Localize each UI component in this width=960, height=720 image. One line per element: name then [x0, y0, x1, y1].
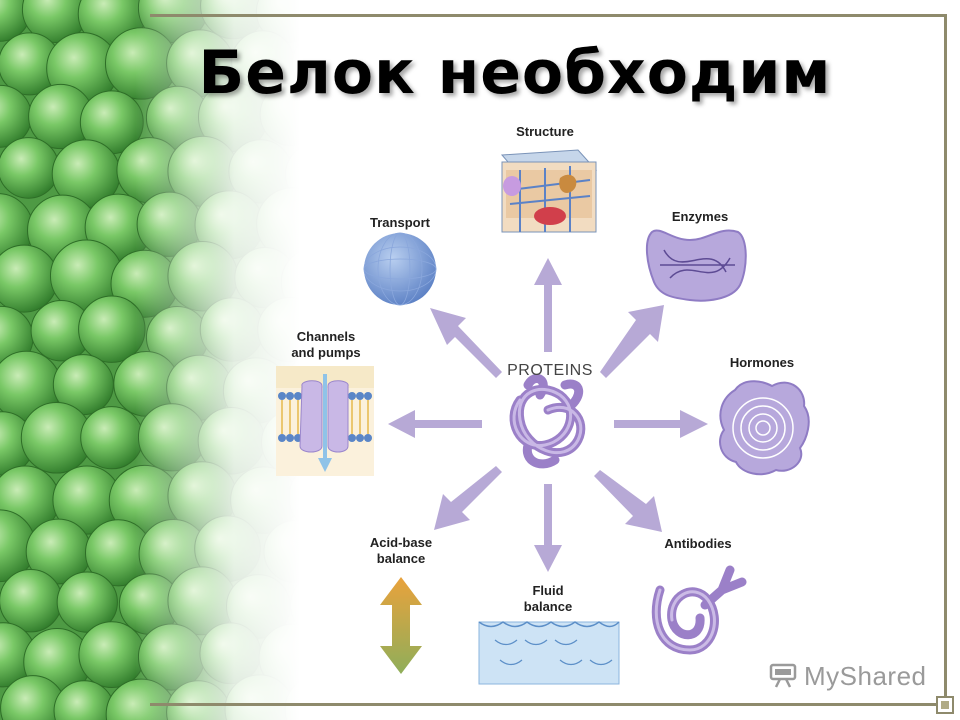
peas-fade	[0, 0, 300, 720]
label-antibodies: Antibodies	[664, 536, 732, 551]
arrow-enzymes	[600, 305, 664, 378]
slide-title: Белок необходим	[198, 38, 832, 108]
corner-square-icon	[936, 696, 954, 714]
label-acid-base: Acid-base balance	[369, 535, 433, 566]
arrow-hormones	[614, 410, 708, 438]
enzymes-icon	[646, 229, 747, 302]
channels-pumps-icon	[276, 366, 374, 476]
arrow-antibodies	[594, 470, 662, 532]
arrow-transport	[430, 308, 502, 378]
label-hormones: Hormones	[729, 355, 795, 370]
arrow-acid-base	[434, 466, 502, 530]
center-label-proteins: PROTEINS	[507, 362, 593, 379]
arrow-channels	[388, 410, 482, 438]
label-structure: Structure	[516, 124, 574, 139]
label-transport: Transport	[370, 215, 430, 230]
acid-base-arrow-icon	[380, 577, 422, 674]
antibodies-icon	[651, 565, 747, 655]
label-channels-pumps: Channels and pumps	[291, 329, 361, 360]
transport-sphere-icon	[363, 232, 437, 306]
hormones-icon	[719, 380, 810, 476]
watermark-text: MyShared	[804, 660, 927, 691]
structure-icon	[500, 149, 598, 233]
arrow-fluid	[534, 484, 562, 572]
arrow-structure	[534, 258, 562, 352]
label-fluid-balance: Fluid balance	[523, 583, 573, 614]
peas-background	[0, 0, 300, 720]
watermark: MyShared	[768, 658, 928, 694]
fluid-balance-icon	[478, 621, 620, 685]
frame-top-line	[150, 14, 947, 17]
label-enzymes: Enzymes	[671, 209, 729, 224]
frame-right-line	[944, 14, 947, 706]
projector-logo-icon	[769, 663, 797, 688]
arrows	[388, 258, 708, 572]
frame-bottom-line	[150, 703, 947, 706]
